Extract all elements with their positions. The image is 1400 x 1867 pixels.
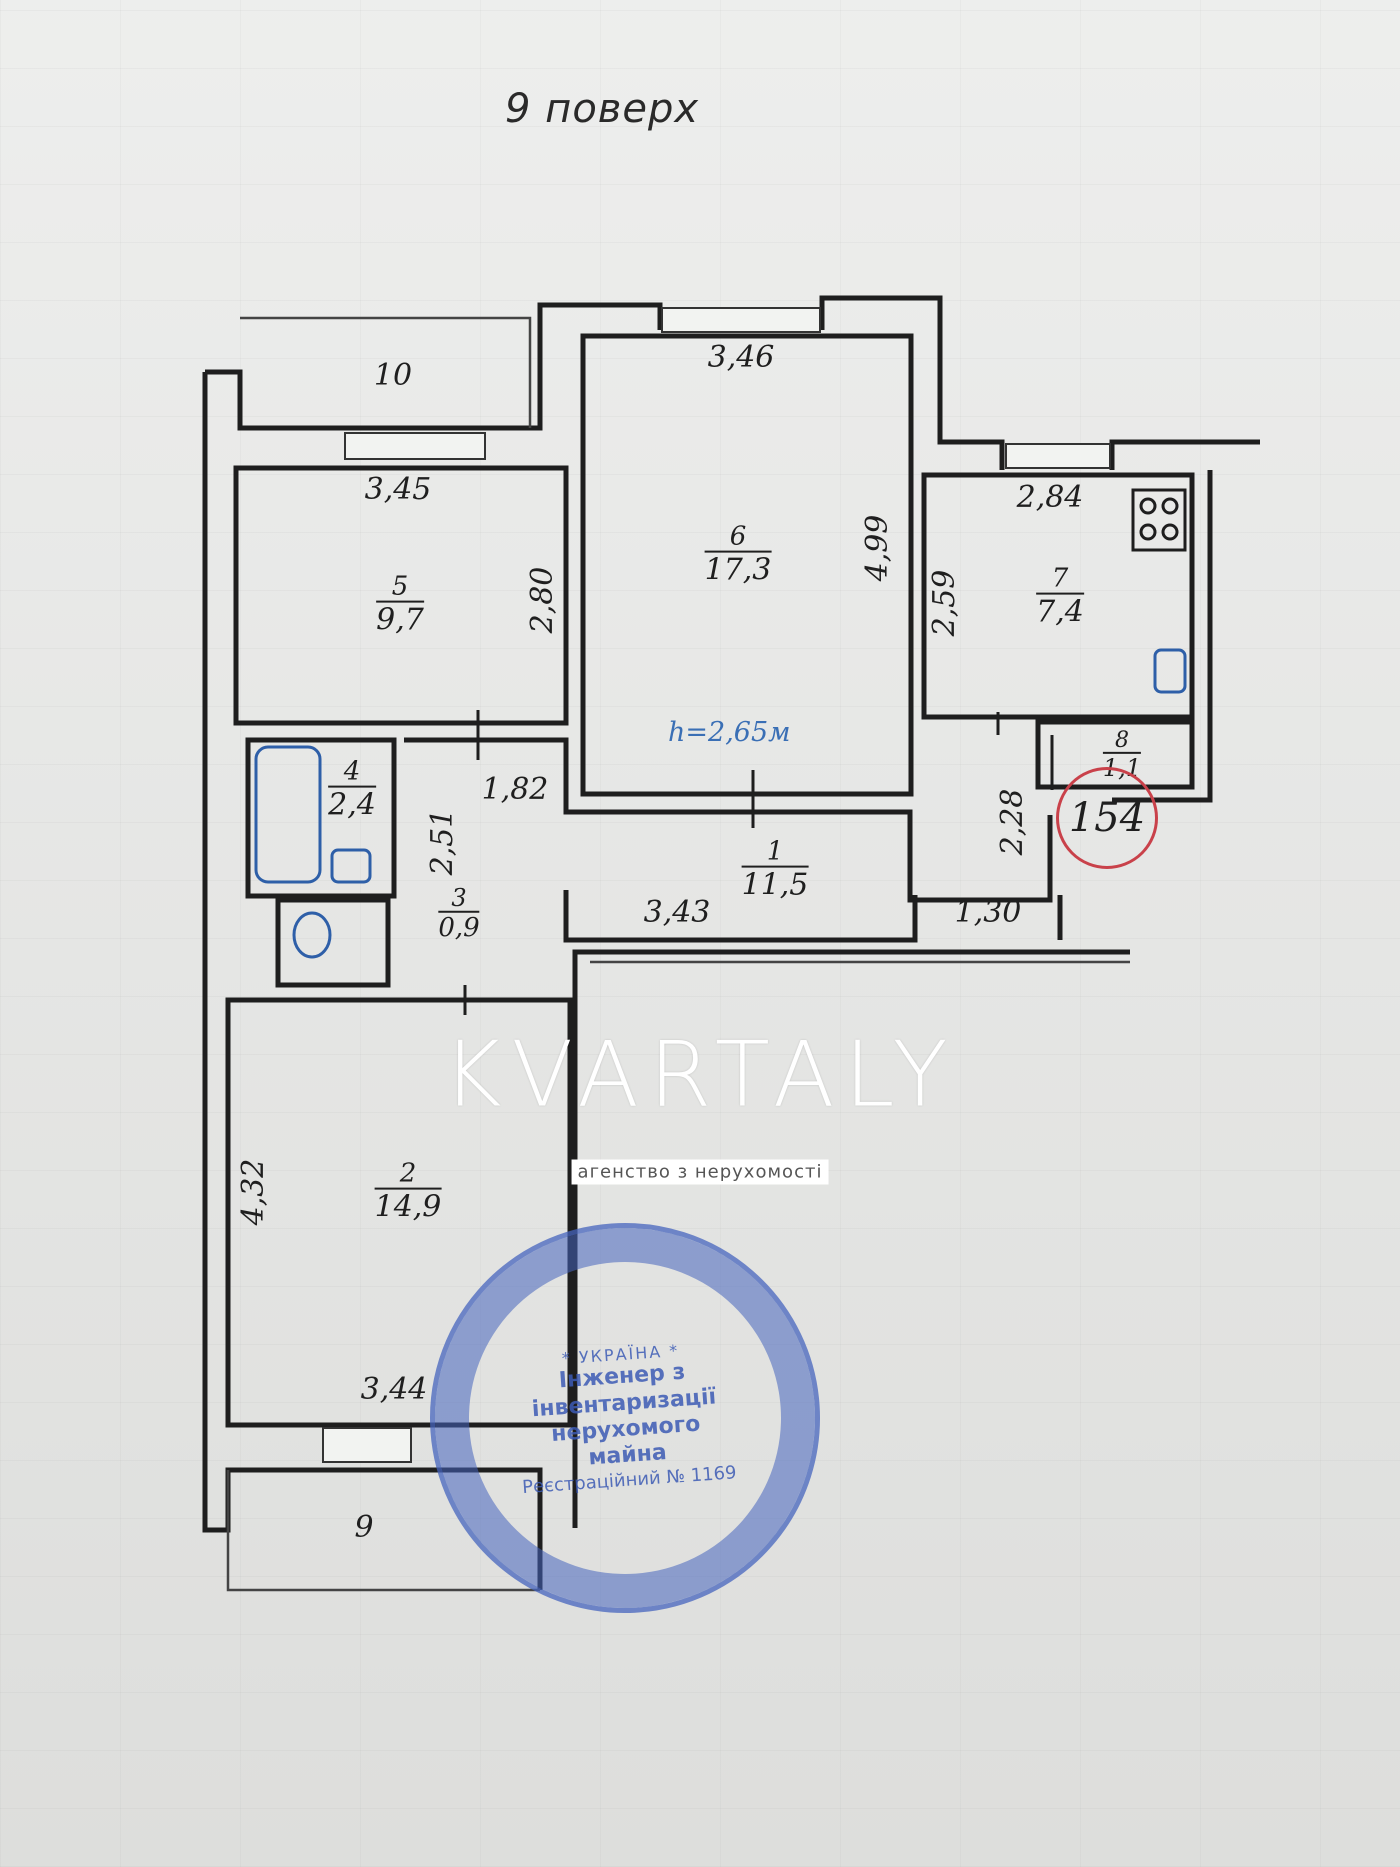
dimension-label: 3,43 xyxy=(643,895,711,930)
bath-walls xyxy=(245,737,397,899)
room-area: 14,9 xyxy=(374,1187,442,1225)
room-4-label: 4 2,4 xyxy=(328,756,376,823)
room-number: 2 xyxy=(399,1158,417,1189)
room-7-label: 7 7,4 xyxy=(1036,563,1084,630)
outer-wall-top-right xyxy=(819,295,1005,470)
balcony-10-outline xyxy=(240,316,532,428)
room-6-walls xyxy=(580,333,914,797)
balcony-9-label: 9 xyxy=(354,1510,374,1545)
kitchen-sink-icon xyxy=(1153,648,1187,694)
floor-title: 9 поверх xyxy=(505,86,700,132)
room-number: 5 xyxy=(391,571,409,602)
dimension-label: 2,84 xyxy=(1016,480,1084,515)
dimension-label: 2,28 xyxy=(995,788,1030,856)
room-number: 1 xyxy=(766,836,784,867)
window-room-5 xyxy=(344,432,486,460)
window-room-2 xyxy=(322,1427,412,1463)
balcony-9-outline xyxy=(226,1470,540,1592)
bathtub-icon xyxy=(254,745,322,884)
room-number: 8 xyxy=(1114,727,1129,753)
toilet-icon xyxy=(292,911,332,959)
room-number: 7 xyxy=(1051,563,1069,594)
dimension-label: 1,82 xyxy=(481,772,549,807)
dimension-label: 2,80 xyxy=(525,566,560,634)
room-5-label: 5 9,7 xyxy=(376,571,424,638)
window-room-6 xyxy=(661,307,821,333)
room-3-label: 3 0,9 xyxy=(438,883,480,943)
room-number: 6 xyxy=(729,521,747,552)
dimension-label: 3,46 xyxy=(707,340,775,375)
room-number: 3 xyxy=(451,883,467,912)
dimension-label: 1,30 xyxy=(954,895,1022,930)
apartment-number-badge: 154 xyxy=(1056,767,1158,869)
room-5-walls xyxy=(233,465,569,726)
room-1-label: 1 11,5 xyxy=(741,836,809,903)
room-number: 4 xyxy=(343,756,361,787)
room-area: 11,5 xyxy=(741,865,809,903)
ceiling-height-note: h=2,65м xyxy=(668,717,791,748)
room-area: 2,4 xyxy=(328,785,376,823)
room-area: 0,9 xyxy=(438,910,480,943)
dimension-label: 4,32 xyxy=(236,1158,271,1226)
dimension-label: 2,59 xyxy=(927,569,962,637)
room-2-walls xyxy=(225,997,573,1428)
wc-walls xyxy=(275,897,391,988)
sink-icon xyxy=(330,848,372,884)
dimension-label: 2,51 xyxy=(425,808,460,876)
room-area: 17,3 xyxy=(704,550,772,588)
dimension-label: 3,45 xyxy=(364,472,432,507)
dimension-label: 3,44 xyxy=(360,1372,428,1407)
outer-wall-top-left xyxy=(205,302,663,431)
room-7-walls xyxy=(921,472,1195,720)
room-area: 9,7 xyxy=(376,600,424,638)
balcony-10-label: 10 xyxy=(373,358,413,393)
stove-icon xyxy=(1131,488,1187,552)
room-6-label: 6 17,3 xyxy=(704,521,772,588)
window-room-7 xyxy=(1005,443,1111,469)
watermark-subtitle: агенство з нерухомості xyxy=(571,1159,829,1185)
dimension-label: 4,99 xyxy=(860,514,895,582)
room-area: 7,4 xyxy=(1036,592,1084,630)
watermark-logo: KVARTALY xyxy=(442,1022,958,1128)
hallway-walls xyxy=(404,737,1063,943)
room-2-label: 2 14,9 xyxy=(374,1158,442,1225)
stamp-role: Інженер з інвентаризації нерухомого майн… xyxy=(531,1359,717,1471)
corridor-outer xyxy=(572,949,1130,1528)
